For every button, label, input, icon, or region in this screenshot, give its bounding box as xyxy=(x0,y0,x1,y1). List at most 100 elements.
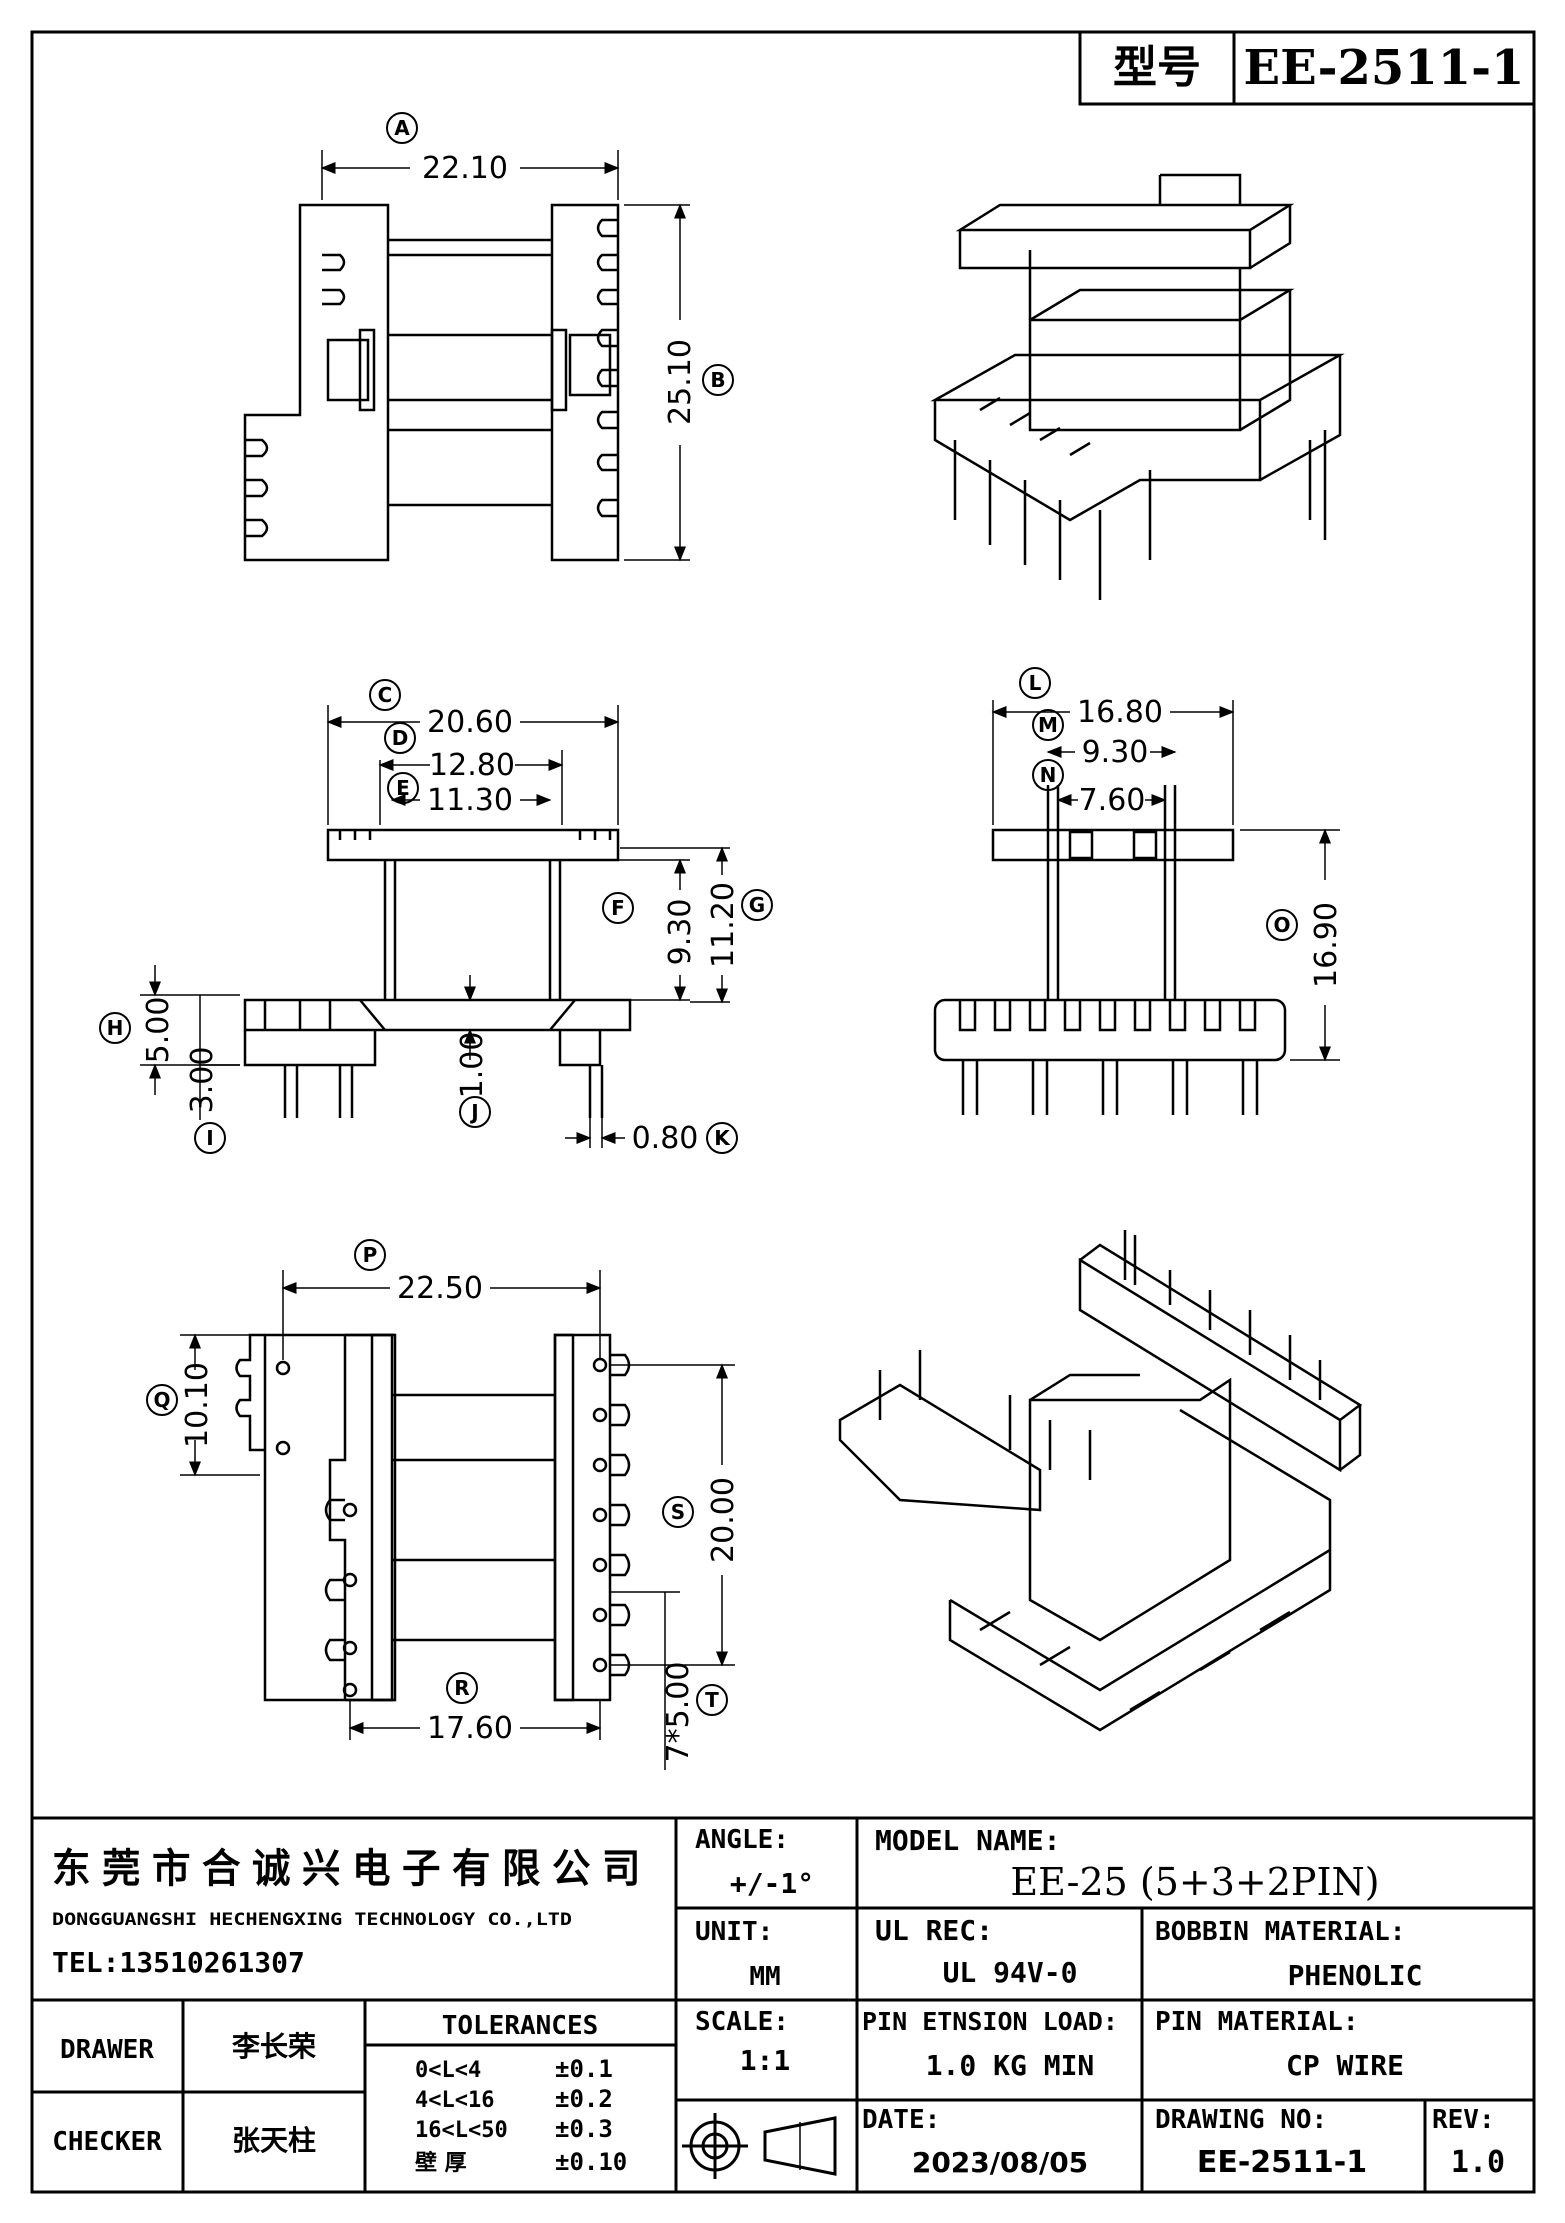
dim-O: 16.90 O xyxy=(1240,828,1344,1062)
company-tel: TEL:13510261307 xyxy=(52,1946,305,1979)
drawer-name: 李长荣 xyxy=(232,2030,316,2063)
dim-S-value: 20.00 xyxy=(706,1477,741,1563)
dim-L-letter: L xyxy=(1029,671,1042,695)
tol-range-2: 4<L<16 xyxy=(415,2088,494,2113)
tol-range-3: 16<L<50 xyxy=(415,2118,508,2143)
company-name-en: DONGGUANGSHI HECHENGXING TECHNOLOGY CO.,… xyxy=(52,1910,572,1930)
dim-P: 22.50 P xyxy=(281,1239,602,1360)
tol-value-3: ±0.3 xyxy=(555,2115,613,2143)
rev-value: 1.0 xyxy=(1451,2145,1505,2180)
dim-N-value: 7.60 xyxy=(1079,783,1146,818)
projection-symbol-icon xyxy=(682,2113,837,2179)
tolerances-label: TOLERANCES xyxy=(442,2011,599,2041)
dim-C: 20.60 C xyxy=(326,679,620,825)
pin-material-value: CP WIRE xyxy=(1286,2049,1404,2082)
dim-G-value: 11.20 xyxy=(706,882,741,968)
dim-H-value: 5.00 xyxy=(141,997,176,1064)
dim-B-letter: B xyxy=(710,368,725,392)
dim-G: 11.20 G xyxy=(620,846,773,1004)
ul-label: UL REC: xyxy=(875,1914,993,1947)
top-view xyxy=(243,203,620,562)
dim-H-letter: H xyxy=(107,1016,124,1040)
dim-I-value: 3.00 xyxy=(185,1047,220,1114)
tol-range-1: 0<L<4 xyxy=(415,2058,481,2083)
tol-value-2: ±0.2 xyxy=(555,2085,613,2113)
dim-O-letter: O xyxy=(1273,913,1290,937)
dim-E: 11.30 E xyxy=(387,772,552,818)
isometric-view-bottom xyxy=(838,1230,1363,1732)
company-name-cn: 东莞市合诚兴电子有限公司 xyxy=(52,1846,652,1892)
dim-J: 1.00 J xyxy=(455,975,491,1128)
model-header-value: EE-2511-1 xyxy=(1244,40,1525,96)
bottom-view xyxy=(235,1333,631,1702)
dim-E-value: 11.30 xyxy=(427,783,513,818)
dim-J-value: 1.00 xyxy=(455,1032,490,1099)
dim-L-value: 16.80 xyxy=(1077,695,1163,730)
sheet-border xyxy=(30,30,1536,2194)
dim-A-letter: A xyxy=(394,116,410,140)
dim-Q: 10.10 Q xyxy=(146,1333,260,1477)
dim-I: 3.00 I xyxy=(185,995,240,1154)
drawer-label: DRAWER xyxy=(60,2035,154,2065)
dim-D-value: 12.80 xyxy=(429,748,515,783)
model-header-label: 型号 xyxy=(1113,42,1201,93)
dim-N: 7.60 N xyxy=(1032,759,1167,818)
dim-O-value: 16.90 xyxy=(1309,902,1344,988)
model-name-value: EE-25 (5+3+2PIN) xyxy=(1010,1860,1379,1904)
pin-load-label: PIN ETNSION LOAD: xyxy=(862,2007,1118,2036)
dim-C-value: 20.60 xyxy=(427,705,513,740)
date-value: 2023/08/05 xyxy=(912,2146,1088,2179)
dim-G-letter: G xyxy=(749,893,765,917)
dim-S: 20.00 S xyxy=(610,1363,741,1667)
dim-Q-letter: Q xyxy=(153,1388,170,1412)
pin-material-label: PIN MATERIAL: xyxy=(1155,2007,1359,2037)
dim-S-letter: S xyxy=(671,1500,685,1524)
unit-label: UNIT: xyxy=(695,1917,773,1947)
unit-value: MM xyxy=(749,1962,780,1992)
dim-B: 25.10 B xyxy=(624,203,734,562)
model-name-label: MODEL NAME: xyxy=(875,1824,1060,1857)
dim-C-letter: C xyxy=(378,683,393,707)
pin-load-value: 1.0 KG MIN xyxy=(926,2049,1095,2082)
dim-R: 17.60 R xyxy=(348,1672,602,1746)
date-label: DATE: xyxy=(862,2105,940,2135)
dim-R-value: 17.60 xyxy=(427,1711,513,1746)
dim-B-value: 25.10 xyxy=(663,339,698,425)
dim-H: 5.00 H xyxy=(99,965,240,1095)
scale-value: 1:1 xyxy=(740,2044,791,2077)
dim-K: 0.80 K xyxy=(565,1118,738,1156)
dim-P-value: 22.50 xyxy=(397,1271,483,1306)
dim-J-letter: J xyxy=(469,1100,478,1124)
rev-label: REV: xyxy=(1432,2105,1495,2135)
side-view xyxy=(933,785,1287,1115)
dim-M-value: 9.30 xyxy=(1082,735,1149,770)
ul-value: UL 94V-0 xyxy=(943,1956,1078,1989)
dim-P-letter: P xyxy=(363,1243,378,1267)
dim-F-letter: F xyxy=(611,896,625,920)
bobbin-value: PHENOLIC xyxy=(1288,1959,1423,1992)
tol-value-4: ±0.10 xyxy=(555,2148,627,2176)
dim-A-value: 22.10 xyxy=(422,151,508,186)
dim-R-letter: R xyxy=(454,1676,469,1700)
model-header-box: 型号 EE-2511-1 xyxy=(1078,30,1536,106)
checker-name: 张天柱 xyxy=(232,2124,316,2157)
dim-D-letter: D xyxy=(392,726,409,750)
dim-T: 7*5.00 T xyxy=(610,1591,728,1770)
title-block-text: 东莞市合诚兴电子有限公司 DONGGUANGSHI HECHENGXING TE… xyxy=(52,1824,1505,2180)
dim-Q-value: 10.10 xyxy=(180,1362,215,1448)
front-view xyxy=(243,828,632,1118)
scale-label: SCALE: xyxy=(695,2007,789,2037)
dim-M-letter: M xyxy=(1038,713,1058,737)
angle-value: +/-1° xyxy=(730,1867,814,1900)
checker-label: CHECKER xyxy=(52,2127,162,2157)
dim-M: 9.30 M xyxy=(1032,709,1177,770)
dim-K-letter: K xyxy=(714,1126,731,1150)
isometric-view-top xyxy=(930,173,1345,600)
dim-N-letter: N xyxy=(1040,763,1057,787)
tol-range-4: 壁 厚 xyxy=(415,2150,467,2176)
dim-F-value: 9.30 xyxy=(663,899,698,966)
dim-L: 16.80 L xyxy=(991,667,1235,825)
dim-A: 22.10 A xyxy=(320,112,620,200)
dim-E-letter: E xyxy=(396,776,410,800)
